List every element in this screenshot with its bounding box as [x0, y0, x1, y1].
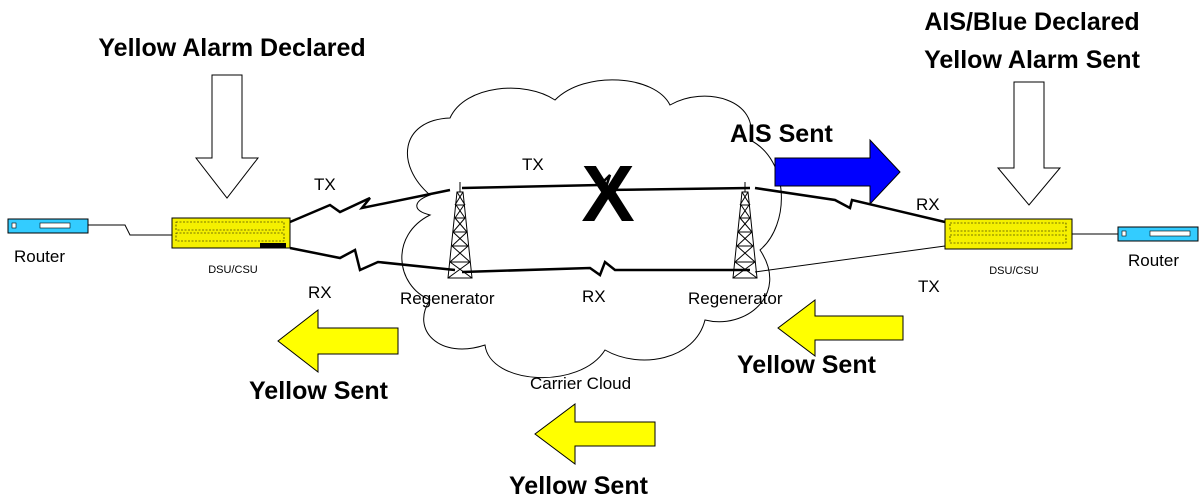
yellow-sent-left-arrow	[277, 308, 399, 374]
cloud-tx-label: TX	[522, 155, 544, 174]
left-declared-down-arrow	[194, 74, 260, 199]
left-router-label: Router	[14, 247, 65, 266]
dsu-csu-icon	[171, 217, 291, 249]
left-rx-label: RX	[308, 283, 332, 302]
left-dsu-label: DSU/CSU	[208, 264, 258, 276]
left-regenerator-label: Regenerator	[400, 289, 495, 308]
right-dsu-label: DSU/CSU	[989, 265, 1039, 277]
right-tx-label: TX	[918, 277, 940, 296]
cloud-rx-label: RX	[582, 287, 606, 306]
left-declared-label: Yellow Alarm Declared	[98, 34, 365, 62]
ais-sent-label: AIS Sent	[730, 120, 833, 148]
yellow-sent-right-label: Yellow Sent	[737, 351, 877, 379]
right-declared-line1: AIS/Blue Declared	[924, 8, 1139, 36]
cloud-tx-link	[461, 174, 751, 192]
yellow-sent-bottom-label: Yellow Sent	[509, 472, 649, 500]
right-declared-down-arrow	[996, 81, 1062, 206]
right-regenerator-label: Regenerator	[688, 289, 783, 308]
cloud-rx-link	[461, 259, 750, 277]
yellow-sent-bottom-arrow	[534, 403, 656, 465]
carrier-cloud	[401, 79, 782, 378]
router-icon	[1117, 226, 1199, 242]
right-declared-line2: Yellow Alarm Sent	[924, 46, 1140, 74]
router-icon	[7, 218, 89, 234]
right-tx-link	[754, 245, 946, 273]
link-failure-x: X	[581, 149, 634, 238]
regenerator-tower-icon	[447, 182, 473, 279]
ais-sent-arrow	[774, 138, 901, 206]
left-rx-link	[289, 246, 456, 272]
left-tx-label: TX	[314, 175, 336, 194]
yellow-sent-right-arrow	[777, 298, 904, 358]
carrier-cloud-label: Carrier Cloud	[530, 374, 631, 393]
right-rx-link	[754, 186, 946, 224]
right-rx-label: RX	[916, 195, 940, 214]
left-router-cable	[88, 224, 172, 236]
left-tx-link	[289, 188, 451, 224]
regenerator-tower-icon	[732, 182, 758, 279]
dsu-csu-icon	[944, 218, 1073, 250]
yellow-sent-left-label: Yellow Sent	[249, 377, 389, 405]
right-router-label: Router	[1128, 251, 1179, 270]
